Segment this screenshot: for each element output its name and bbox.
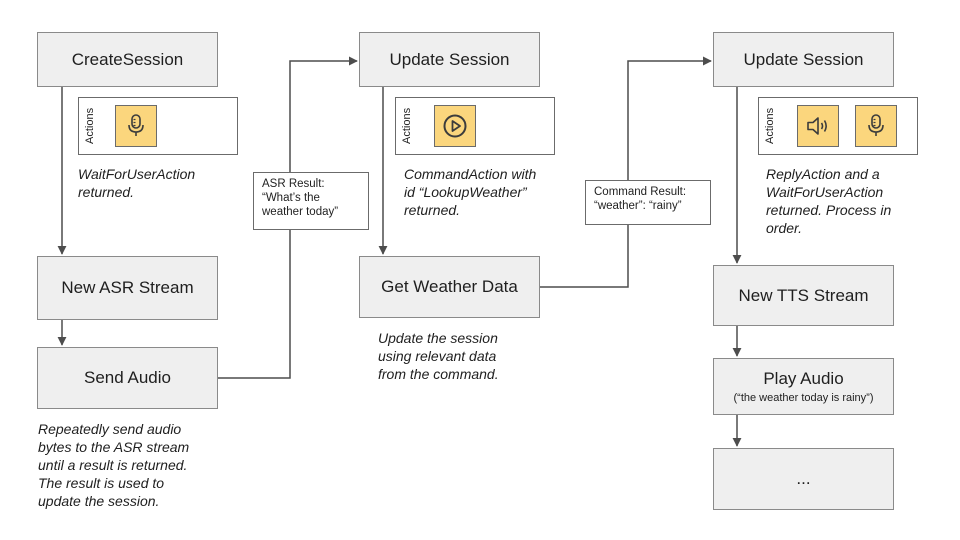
- get-weather-data-box: Get Weather Data: [359, 256, 540, 318]
- new-tts-stream-label: New TTS Stream: [738, 285, 869, 305]
- ellipsis-box: ...: [713, 448, 894, 510]
- actions-label: Actions: [764, 107, 776, 145]
- update-the-session-note: Update the session using relevant data f…: [378, 330, 499, 382]
- actions-panel-2: Actions: [395, 97, 555, 155]
- get-weather-data-label: Get Weather Data: [381, 277, 518, 296]
- actions-label: Actions: [84, 107, 96, 145]
- play-audio-label: Play Audio: [763, 369, 844, 388]
- send-audio-box: Send Audio: [37, 347, 218, 409]
- play-audio-subtitle: (“the weather today is rainy”): [733, 392, 874, 404]
- create-session-label: CreateSession: [71, 49, 184, 69]
- actions-panel-3: Actions: [758, 97, 918, 155]
- speaker-icon: [797, 105, 839, 147]
- repeatedly-send-note: Repeatedly send audio bytes to the ASR s…: [38, 421, 190, 509]
- microphone-icon: [855, 105, 897, 147]
- create-session-box: CreateSession: [37, 32, 218, 87]
- actions-label: Actions: [401, 107, 413, 145]
- send-audio-label: Send Audio: [84, 368, 171, 387]
- play-audio-box: Play Audio (“the weather today is rainy”…: [713, 358, 894, 415]
- asr-result-label: ASR Result: “What’s the weather today”: [253, 172, 369, 230]
- actions-panel-1: Actions: [78, 97, 238, 155]
- arrow-weather-to-update2: [539, 56, 712, 288]
- microphone-icon: [115, 105, 157, 147]
- update-session-box-2: Update Session: [713, 32, 894, 87]
- new-asr-stream-label: New ASR Stream: [61, 278, 194, 297]
- new-tts-stream-box: New TTS Stream: [713, 265, 894, 326]
- update-session-label-2: Update Session: [743, 49, 864, 69]
- reply-action-note: ReplyAction and a WaitForUserAction retu…: [766, 166, 892, 236]
- update-session-label-1: Update Session: [389, 49, 510, 69]
- command-action-note: CommandAction with id “LookupWeather” re…: [404, 166, 537, 218]
- new-asr-stream-box: New ASR Stream: [37, 256, 218, 320]
- ellipsis-label: ...: [796, 469, 811, 488]
- update-session-box-1: Update Session: [359, 32, 540, 87]
- command-result-label: Command Result: “weather”: “rainy”: [585, 180, 711, 225]
- play-icon: [434, 105, 476, 147]
- wait-for-user-action-note: WaitForUserAction returned.: [78, 166, 196, 200]
